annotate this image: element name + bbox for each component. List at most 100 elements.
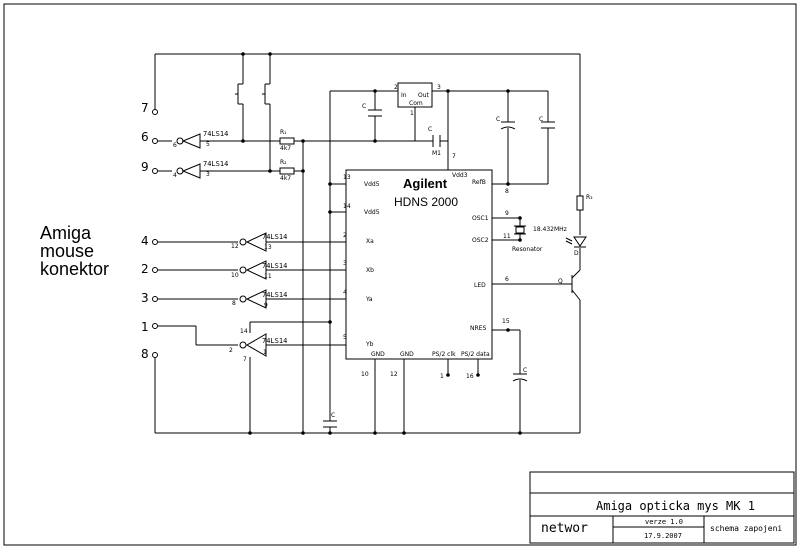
transistor-label: Q [558, 278, 563, 285]
chip-pin-13-num: 13 [343, 174, 351, 181]
gate-4-out: 11 [264, 273, 272, 280]
connector-title-line-1: Amiga [40, 223, 92, 243]
regulator [397, 82, 433, 108]
sensor-chip [345, 169, 493, 360]
chip-pin-16-label: PS/2 data [461, 351, 490, 358]
gates-lower [239, 232, 267, 357]
resistor-1-value: 4k7 [280, 145, 291, 152]
resistor-1-name: R₁ [280, 129, 287, 136]
chip-name: Agilent [403, 176, 448, 191]
regulator-pin-in: 2 [394, 84, 398, 91]
chip-pin-6-num: 6 [505, 276, 509, 283]
connector-pin-label-9: 9 [141, 160, 149, 174]
junctions [241, 52, 522, 435]
cap-m1-label: M1 [432, 150, 441, 157]
resistor-2-name: R₂ [280, 159, 287, 166]
gate-4-in: 10 [231, 272, 239, 279]
connector-pin-label-1: 1 [141, 320, 149, 334]
connector-pin-label-2: 2 [141, 262, 149, 276]
resonator-freq: 18.432MHz [533, 226, 567, 233]
resonator-label: Resonator [512, 246, 543, 253]
gate-6-label: 74LS14 [262, 337, 287, 345]
connector-title-line-2: mouse [40, 241, 94, 261]
title-block-title: Amiga opticka mys MK 1 [596, 499, 755, 513]
gate-4-label: 74LS14 [262, 262, 287, 270]
gates-upper [176, 133, 201, 179]
chip-pin-16-num: 16 [466, 373, 474, 380]
regulator-pin-com: 1 [410, 110, 414, 117]
chip-pin-11-label: OSC2 [472, 237, 489, 244]
title-block-author: networ [541, 521, 588, 536]
connector-pin-label-7: 7 [141, 101, 149, 115]
chip-pin-15-num: 15 [502, 318, 510, 325]
regulator-com: Com [409, 100, 423, 107]
cap-1-label: C [362, 103, 366, 110]
gate-6-in: 2 [229, 347, 233, 354]
chip-pin-8-label: RefB [472, 179, 486, 186]
gate-5-in: 8 [232, 300, 236, 307]
chip-pin-6-label: LED [474, 282, 486, 289]
capacitors [323, 109, 555, 428]
chip-pin-3-num: 3 [343, 260, 347, 267]
cap-5-label: C [331, 412, 335, 419]
chip-pin-4-label: Ya [365, 296, 373, 303]
cap-2-label: C [496, 116, 500, 123]
resistors [279, 137, 584, 211]
chip-pin-9-num: 9 [505, 210, 509, 217]
gate-3-out: 13 [264, 244, 272, 251]
chip-pin-5-label: Yb [365, 341, 374, 348]
gate-2-in: 4 [173, 172, 177, 179]
chip-pin-14-num: 14 [343, 203, 351, 210]
chip-pin-top-label: Vdd3 [452, 172, 468, 179]
chip-pin-1-label: PS/2 clk [432, 351, 456, 358]
title-block-version: verze 1.0 [645, 518, 683, 526]
chip-pin-15-label: NRES [470, 325, 486, 332]
gate-2-label: 74LS14 [203, 160, 228, 168]
chip-pin-12-label: GND [400, 351, 414, 358]
title-block [529, 471, 795, 544]
chip-pin-14-label: Vdd5 [364, 209, 380, 216]
push-buttons [235, 83, 270, 105]
cap-m1-c-label: C [428, 126, 432, 133]
regulator-in: In [401, 92, 407, 99]
gate-1-in: 6 [173, 142, 177, 149]
chip-pin-8-num: 8 [505, 188, 509, 195]
chip-pin-1-num: 1 [440, 373, 444, 380]
chip-model: HDNS 2000 [394, 195, 458, 209]
connector-pin-label-6: 6 [141, 130, 149, 144]
gate-1-label: 74LS14 [203, 130, 228, 138]
resistor-3-name: R₃ [586, 194, 593, 201]
gate-5-label: 74LS14 [262, 291, 287, 299]
gate-gnd-pin: 7 [243, 356, 247, 363]
gate-vcc-pin: 14 [240, 328, 248, 335]
connector-pin-label-8: 8 [141, 347, 149, 361]
chip-pin-2-label: Xa [366, 238, 374, 245]
chip-pin-2-num: 2 [343, 232, 347, 239]
regulator-out: Out [418, 92, 430, 99]
chip-pin-top-num: 7 [452, 153, 456, 160]
gate-1-out: 5 [206, 141, 210, 148]
cap-4-label: C [523, 367, 527, 374]
gate-3-in: 12 [231, 243, 239, 250]
connector-pin-label-3: 3 [141, 291, 149, 305]
chip-pin-12-num: 12 [390, 371, 398, 378]
gate-2-out: 3 [206, 171, 210, 178]
gate-6-out: 1 [263, 349, 267, 356]
chip-pin-3-label: Xb [366, 267, 374, 274]
chip-pin-9-label: OSC1 [472, 215, 489, 222]
chip-pin-5-num: 5 [343, 334, 347, 341]
connector-title-line-3: konektor [40, 259, 109, 279]
connector-pin-label-4: 4 [141, 234, 149, 248]
chip-pin-13-label: Vdd5 [364, 181, 380, 188]
title-block-doc-type: schema zapojeni [710, 524, 782, 533]
chip-pin-11-num: 11 [503, 233, 511, 240]
resistor-2-value: 4k7 [280, 175, 291, 182]
gate-3-label: 74LS14 [262, 233, 287, 241]
chip-pin-4-num: 4 [343, 289, 347, 296]
wires [154, 53, 581, 434]
chip-pin-10-num: 10 [361, 371, 369, 378]
cap-3-label: C [539, 116, 543, 123]
connector-terminals [152, 109, 158, 358]
chip-pin-10-label: GND [371, 351, 385, 358]
